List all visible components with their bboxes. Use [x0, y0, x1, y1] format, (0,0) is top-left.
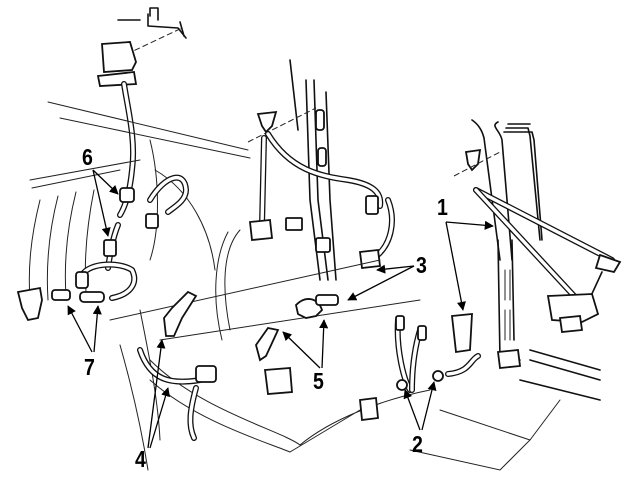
callout-leaders	[67, 169, 494, 449]
middle-seat	[109, 229, 431, 453]
buckle-belts-2	[394, 312, 481, 393]
rear-door-frame	[409, 119, 601, 471]
shoulder-belt-assembly-1	[453, 148, 622, 333]
callout-4[interactable]: 4	[135, 446, 146, 472]
rear-seat-back	[28, 101, 251, 471]
center-buckle-5	[255, 294, 339, 362]
callout-6[interactable]: 6	[82, 144, 93, 170]
callout-1[interactable]: 1	[437, 194, 448, 220]
b-pillar	[285, 59, 337, 281]
lap-belt-4	[137, 290, 217, 441]
middle-shoulder-belt	[247, 107, 395, 269]
callout-3[interactable]: 3	[416, 252, 427, 278]
rear-lap-belt-6	[103, 174, 190, 271]
rear-shoulder-retractor	[96, 41, 138, 218]
callout-2[interactable]: 2	[412, 431, 423, 457]
rear-center-buckle-7	[16, 261, 138, 322]
callout-5[interactable]: 5	[313, 368, 324, 394]
callout-7[interactable]: 7	[84, 354, 95, 380]
